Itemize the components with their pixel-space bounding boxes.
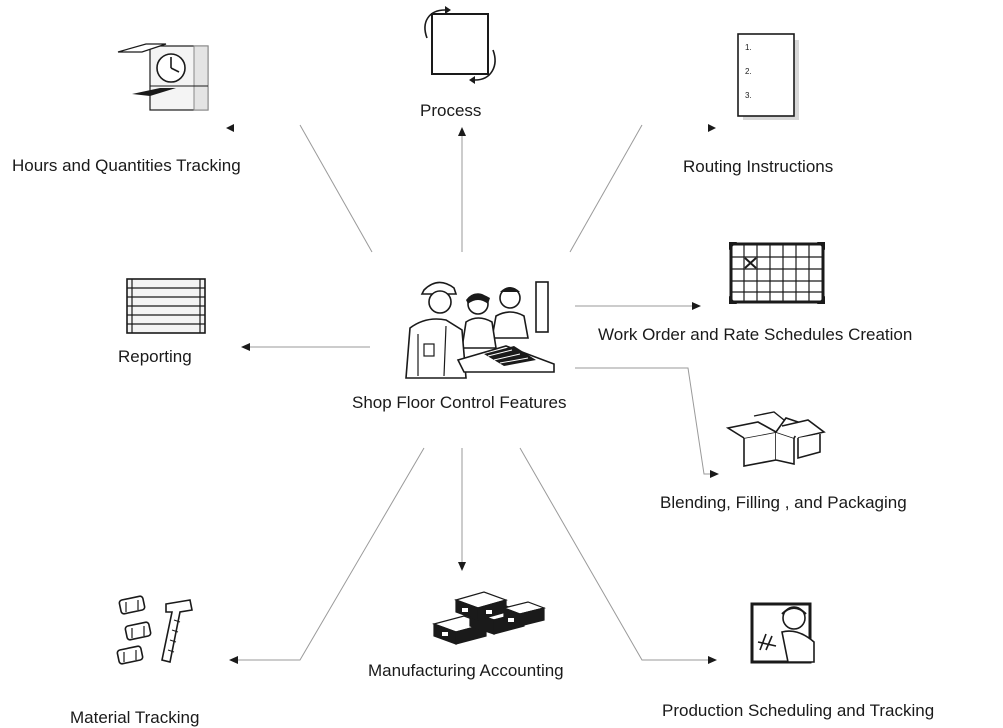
- process-cycle-icon: [424, 6, 496, 84]
- connector-material: [229, 447, 425, 664]
- worker-picture-icon: [750, 602, 815, 664]
- open-boxes-icon: [725, 411, 826, 467]
- shop-floor-workers-icon: [405, 281, 555, 379]
- feature-label-material: Material Tracking: [70, 708, 200, 727]
- svg-text:1.: 1.: [745, 43, 752, 52]
- bolts-and-nuts-icon: [116, 595, 193, 665]
- connector-hours-arrow: [226, 124, 234, 132]
- connector-routing: [569, 124, 643, 253]
- feature-label-reporting: Reporting: [118, 347, 192, 366]
- schedule-grid-icon: [729, 242, 825, 304]
- feature-label-routing: Routing Instructions: [683, 157, 834, 176]
- report-stack-icon: [126, 278, 206, 334]
- feature-label-accounting: Manufacturing Accounting: [368, 661, 564, 680]
- connector-blending: [575, 367, 719, 478]
- feature-label-work-order: Work Order and Rate Schedules Creation: [598, 325, 913, 344]
- svg-text:3.: 3.: [745, 91, 752, 100]
- feature-label-production: Production Scheduling and Tracking: [662, 701, 935, 720]
- connector-routing-arrow: [708, 124, 716, 132]
- svg-text:2.: 2.: [745, 67, 752, 76]
- time-clock-icon: [117, 43, 209, 111]
- numbered-document-icon: 1. 2. 3.: [737, 33, 799, 120]
- connector-production: [519, 447, 717, 664]
- feature-label-blending: Blending, Filling , and Packaging: [660, 493, 907, 512]
- feature-label-process: Process: [420, 101, 482, 120]
- money-stacks-icon: [432, 591, 546, 645]
- feature-label-hours: Hours and Quantities Tracking: [12, 156, 241, 175]
- connector-hours: [299, 124, 373, 253]
- center-label: Shop Floor Control Features: [352, 393, 567, 412]
